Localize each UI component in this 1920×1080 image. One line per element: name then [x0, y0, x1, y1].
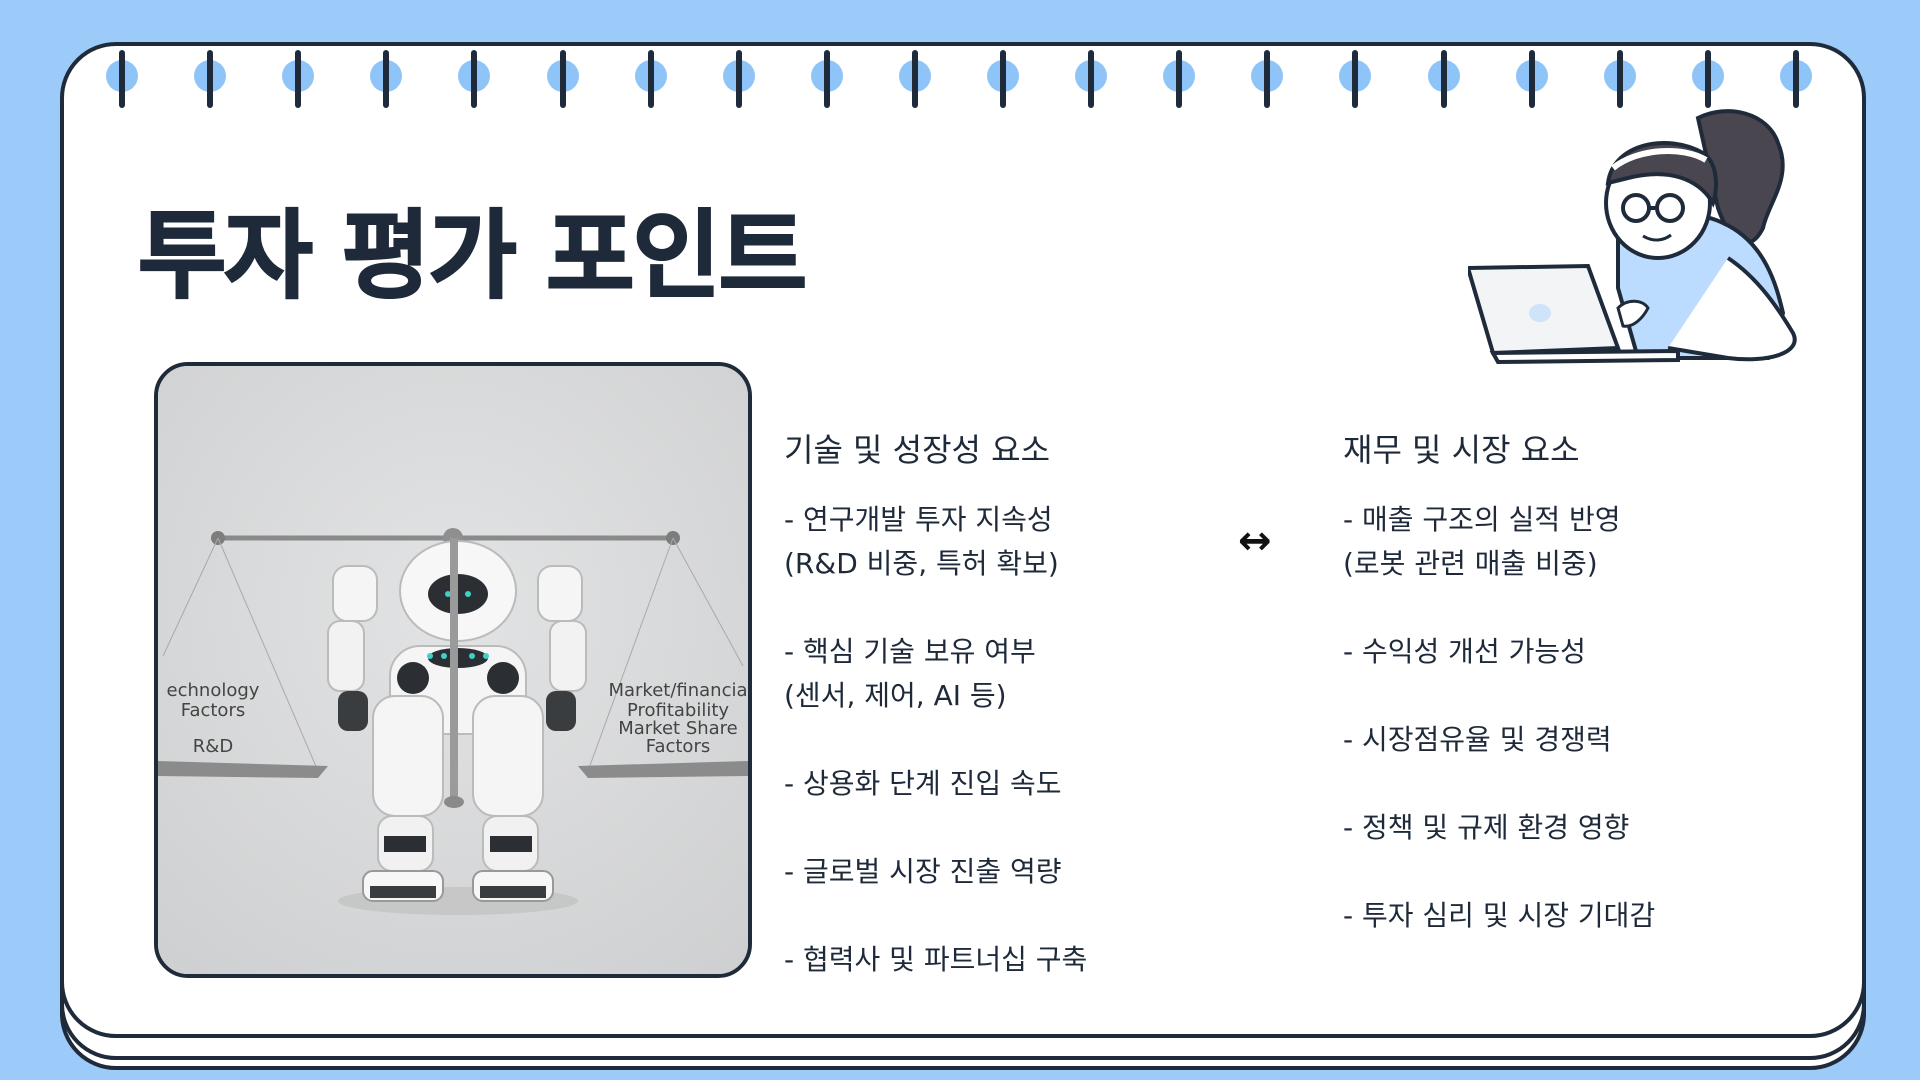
left-pan-label-3: R&D: [193, 736, 233, 757]
spiral-ring: [1780, 32, 1812, 108]
spiral-ring: [106, 32, 138, 108]
spiral-ring: [811, 32, 843, 108]
spiral-ring: [1516, 32, 1548, 108]
tech-growth-heading: 기술 및 성장성 요소: [784, 431, 1051, 469]
spiral-ring: [899, 32, 931, 108]
bidirectional-arrow-icon: ↔: [1238, 518, 1272, 564]
spiral-binding: [0, 0, 1920, 108]
list-item: - 핵심 기술 보유 여부 (센서, 제어, AI 등): [784, 635, 1036, 712]
spiral-ring: [370, 32, 402, 108]
spiral-ring: [987, 32, 1019, 108]
right-pan-label-3: Market Share: [618, 718, 738, 739]
right-pan-label-1: Market/financia: [608, 680, 747, 701]
tech-growth-column: 기술 및 성장성 요소 - 연구개발 투자 지속성 (R&D 비중, 특허 확보…: [784, 428, 1244, 982]
spiral-ring: [1604, 32, 1636, 108]
slide-title: 투자 평가 포인트: [137, 199, 808, 313]
spiral-ring: [723, 32, 755, 108]
list-item: - 매출 구조의 실적 반영 (로봇 관련 매출 비중): [1343, 503, 1621, 580]
left-pan-label-2: Factors: [181, 700, 245, 721]
spiral-ring: [194, 32, 226, 108]
list-item: - 수익성 개선 가능성: [1343, 635, 1586, 668]
list-item: - 투자 심리 및 시장 기대감: [1343, 899, 1656, 932]
robot-scale-image: echnology Factors R&D Market/financia Pr…: [154, 362, 752, 978]
list-item: - 정책 및 규제 환경 영향: [1343, 811, 1630, 844]
spiral-ring: [282, 32, 314, 108]
spiral-ring: [1692, 32, 1724, 108]
right-pan-label-4: Factors: [646, 736, 710, 757]
girl-with-laptop-illustration: [1468, 109, 1797, 365]
spiral-ring: [1428, 32, 1460, 108]
spiral-ring: [635, 32, 667, 108]
list-item: - 연구개발 투자 지속성 (R&D 비중, 특허 확보): [784, 503, 1059, 580]
finance-market-heading: 재무 및 시장 요소: [1343, 431, 1580, 469]
spiral-ring: [458, 32, 490, 108]
right-pan-label-2: Profitability: [627, 700, 729, 721]
list-item: - 글로벌 시장 진출 역량: [784, 855, 1062, 888]
spiral-ring: [1163, 32, 1195, 108]
list-item: - 상용화 단계 진입 속도: [784, 767, 1062, 800]
spiral-ring: [547, 32, 579, 108]
left-pan-label-1: echnology: [167, 680, 260, 701]
finance-market-column: 재무 및 시장 요소 - 매출 구조의 실적 반영 (로봇 관련 매출 비중) …: [1343, 428, 1803, 938]
spiral-ring: [1339, 32, 1371, 108]
robot-scale-graphic: echnology Factors R&D Market/financia Pr…: [158, 366, 748, 974]
list-item: - 시장점유율 및 경쟁력: [1343, 723, 1612, 756]
spiral-ring: [1251, 32, 1283, 108]
list-item: - 협력사 및 파트너십 구축: [784, 943, 1088, 976]
spiral-ring: [1075, 32, 1107, 108]
